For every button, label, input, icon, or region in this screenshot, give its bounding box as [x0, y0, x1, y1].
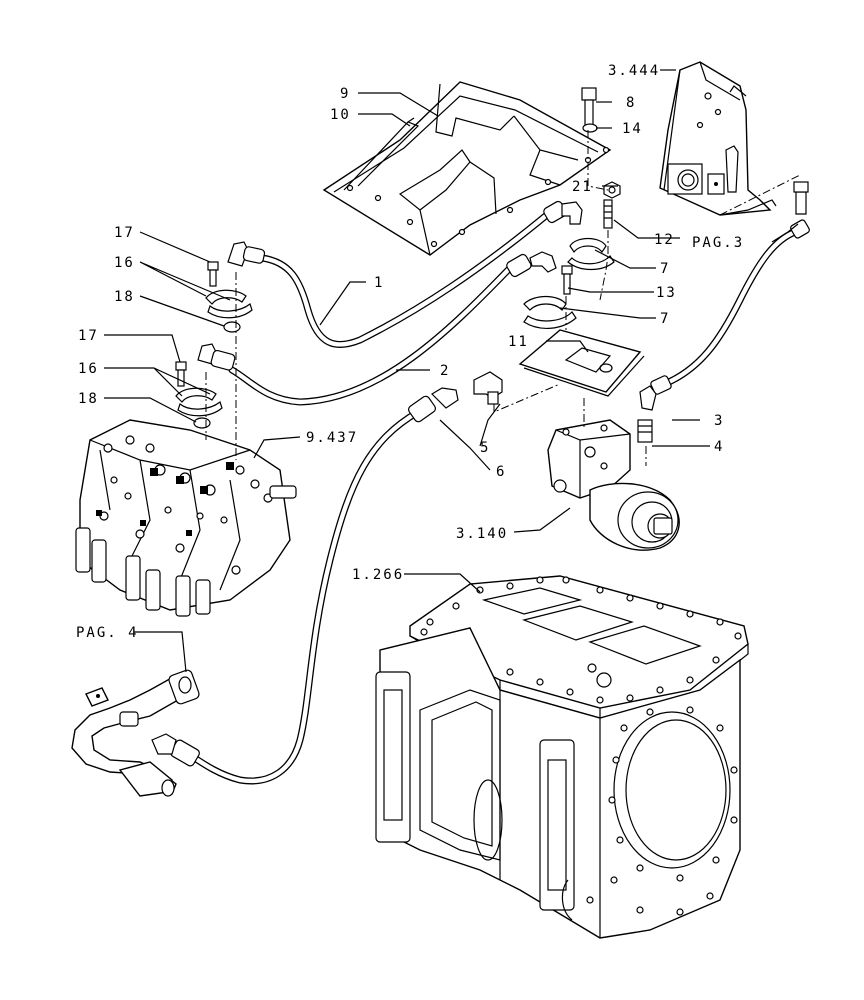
label-13: 13: [656, 285, 677, 301]
label-9: 9: [340, 86, 350, 102]
label-17a: 17: [114, 225, 135, 241]
label-pag3: PAG.3: [692, 235, 744, 251]
label-9437: 9.437: [306, 430, 358, 446]
pipe-assembly: [71, 669, 200, 797]
label-1266: 1.266: [352, 567, 404, 583]
label-7a: 7: [660, 261, 670, 277]
hydraulic-motor-3140: [547, 419, 680, 551]
label-8: 8: [626, 95, 636, 111]
hose-6: [186, 408, 422, 785]
label-18a: 18: [114, 289, 135, 305]
flange-plate-11: [518, 329, 645, 397]
label-4: 4: [714, 439, 724, 455]
hose-1: [258, 210, 552, 349]
label-3140: 3.140: [456, 526, 508, 542]
label-14: 14: [622, 121, 643, 137]
label-2: 2: [440, 363, 450, 379]
cover-plate-9: [322, 81, 612, 256]
label-3: 3: [714, 413, 724, 429]
hose-3: [658, 228, 799, 389]
hose-fittings: [151, 181, 810, 767]
label-5: 5: [480, 440, 490, 456]
label-12: 12: [654, 232, 675, 248]
label-10: 10: [330, 107, 351, 123]
hose-2: [228, 264, 514, 406]
label-16a: 16: [114, 255, 135, 271]
small-parts: [175, 87, 653, 443]
callout-labels: 9 10 1 2 8 14 21 12 7 13 7 11 5 6 3 4 3.…: [76, 63, 744, 641]
label-21: 21: [572, 179, 593, 195]
control-valve-9437: [75, 419, 297, 617]
label-16b: 16: [78, 361, 99, 377]
bracket-3444: [659, 61, 777, 216]
label-18b: 18: [78, 391, 99, 407]
label-11: 11: [508, 334, 529, 350]
label-7b: 7: [660, 311, 670, 327]
label-1: 1: [374, 275, 384, 291]
label-3444: 3.444: [608, 63, 660, 79]
label-17b: 17: [78, 328, 99, 344]
label-6: 6: [496, 464, 506, 480]
transmission-housing-1266: [375, 575, 749, 939]
label-pag4: PAG. 4: [76, 625, 139, 641]
leader-lines: [104, 69, 799, 673]
